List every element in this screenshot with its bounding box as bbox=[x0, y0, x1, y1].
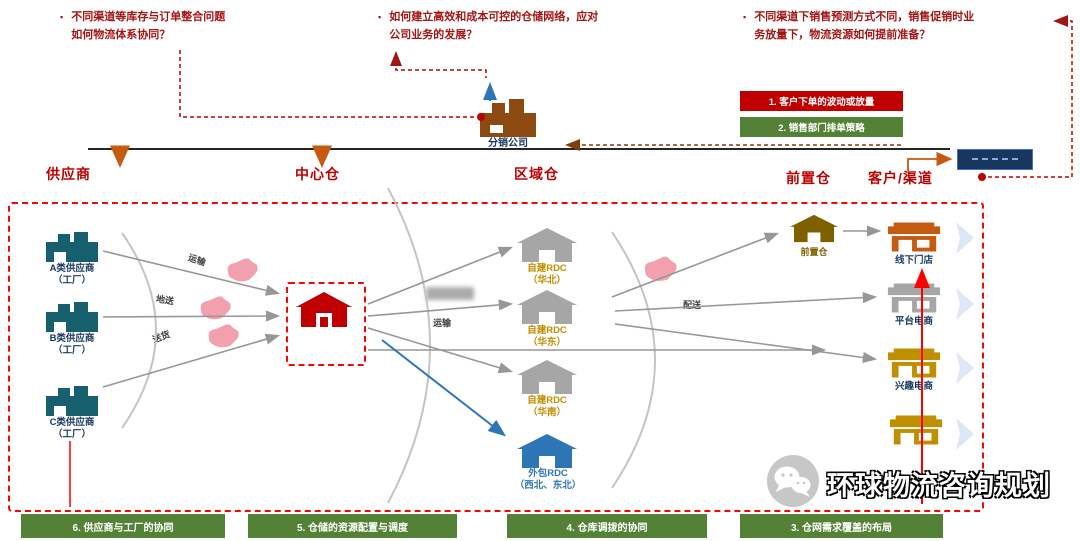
rdc-north-label: 自建RDC （华北） bbox=[502, 263, 592, 287]
bottom-bar-3: 3. 仓网需求覆盖的布局 bbox=[740, 514, 943, 538]
supplier-a-sub: （工厂） bbox=[52, 275, 91, 286]
bottom-bar-6-label: 6. 供应商与工厂的协同 bbox=[72, 522, 174, 534]
chevron-right-icon bbox=[955, 352, 975, 389]
platform-ecommerce-store-icon bbox=[886, 283, 942, 318]
offline-store-icon bbox=[886, 222, 942, 257]
central-warehouse-icon bbox=[296, 292, 352, 357]
supplier-b-name: B类供应商 bbox=[49, 333, 95, 344]
wechat-logo-icon bbox=[766, 454, 820, 513]
bottom-bar-5: 5. 仓储的资源配置与调度 bbox=[248, 514, 457, 538]
legend-box-1-label: 1. 客户下单的波动或放量 bbox=[768, 97, 875, 108]
legend-box-2-label: 2. 销售部门排单策略 bbox=[778, 123, 865, 134]
blurred-label bbox=[426, 287, 474, 300]
bottom-bar-6: 6. 供应商与工厂的协同 bbox=[21, 514, 225, 538]
delivery-label: 配送 bbox=[683, 300, 702, 310]
supplier-c-name: C类供应商 bbox=[49, 417, 95, 428]
tier-label-regional-warehouse: 区域仓 bbox=[514, 166, 559, 182]
rdc-east-region: （华东） bbox=[527, 337, 566, 348]
rdc-south-label: 自建RDC （华南） bbox=[502, 395, 592, 419]
rdc-south-name: 自建RDC bbox=[527, 395, 567, 406]
question-3-line2: 务放量下，物流资源如何提前准备？ bbox=[754, 29, 931, 41]
legend-box-order-fluctuation: 1. 客户下单的波动或放量 bbox=[740, 91, 903, 111]
watermark-text: 环球物流咨询规划 bbox=[827, 471, 1051, 501]
tier-label-supplier: 供应商 bbox=[46, 166, 91, 182]
question-3-line1: 不同渠道下销售预测方式不同，销售促销时业 bbox=[754, 11, 975, 23]
rdc-outsourced-name: 外包RDC bbox=[528, 468, 568, 479]
question-2-line1: 如何建立高效和成本可控的仓储网络，应对 bbox=[389, 11, 599, 23]
bullet-icon: ▪ bbox=[743, 12, 747, 22]
channel-platform-ecommerce-label: 平台电商 bbox=[894, 316, 933, 327]
question-3: ▪ 不同渠道下销售预测方式不同，销售促销时业 务放量下，物流资源如何提前准备？ bbox=[743, 8, 1043, 44]
mid-transport-label: 运输 bbox=[433, 318, 452, 328]
supplier-a-label: A类供应商 （工厂） bbox=[27, 263, 117, 287]
hand-icon bbox=[206, 322, 240, 354]
bullet-icon: ▪ bbox=[378, 12, 382, 22]
bottom-bar-4: 4. 仓库调拨的协同 bbox=[507, 514, 707, 538]
supplier-b-sub: （工厂） bbox=[52, 345, 91, 356]
bottom-bar-4-label: 4. 仓库调拨的协同 bbox=[566, 522, 648, 534]
hand-icon bbox=[198, 294, 232, 326]
question-2-line2: 公司业务的发展？ bbox=[389, 29, 478, 41]
supplier-a-factory-icon bbox=[43, 230, 101, 267]
question-1-line1: 不同渠道等库存与订单整合问题 bbox=[71, 11, 226, 23]
central-warehouse-dashed-box bbox=[286, 282, 366, 366]
question-1-line2: 如何物流体系协同？ bbox=[71, 29, 171, 41]
info-box bbox=[957, 149, 1033, 170]
question-2: ▪ 如何建立高效和成本可控的仓储网络，应对 公司业务的发展？ bbox=[378, 8, 648, 44]
channel-offline-store-label: 线下门店 bbox=[894, 255, 933, 266]
bottom-bar-5-label: 5. 仓储的资源配置与调度 bbox=[296, 522, 409, 534]
supplier-a-name: A类供应商 bbox=[49, 263, 95, 274]
bullet-icon: ▪ bbox=[60, 12, 64, 22]
front-warehouse-icon bbox=[790, 213, 838, 249]
legend-box-sales-strategy: 2. 销售部门排单策略 bbox=[740, 117, 903, 137]
supplier-c-sub: （工厂） bbox=[52, 429, 91, 440]
supplier-c-factory-icon bbox=[43, 384, 101, 421]
supplier-b-factory-icon bbox=[43, 300, 101, 337]
fourth-channel-store-icon bbox=[888, 415, 944, 450]
rdc-outsourced-region: （西北、东北） bbox=[514, 480, 582, 491]
tier-label-front-warehouse: 前置仓 bbox=[786, 170, 831, 186]
rdc-east-warehouse-icon bbox=[517, 290, 577, 329]
supplier-b-label: B类供应商 （工厂） bbox=[27, 333, 117, 357]
front-warehouse-label: 前置仓 bbox=[800, 247, 828, 257]
chevron-right-icon bbox=[955, 222, 975, 259]
question-1: ▪ 不同渠道等库存与订单整合问题 如何物流体系协同？ bbox=[60, 8, 310, 44]
bottom-bar-3-label: 3. 仓网需求覆盖的布局 bbox=[790, 522, 893, 534]
inbound-label-2: 地送 bbox=[155, 293, 175, 307]
supplier-c-label: C类供应商 （工厂） bbox=[27, 417, 117, 441]
rdc-east-name: 自建RDC bbox=[527, 325, 567, 336]
info-box-dashes bbox=[972, 158, 1018, 160]
hand-icon bbox=[642, 254, 678, 288]
rdc-north-warehouse-icon bbox=[517, 228, 577, 267]
tier-label-customer-channel: 客户/渠道 bbox=[868, 170, 933, 186]
rdc-north-region: （华北） bbox=[527, 275, 566, 286]
question-connectors bbox=[179, 15, 1073, 181]
network-dashed-box bbox=[8, 202, 984, 512]
chevron-right-icon bbox=[955, 288, 975, 325]
rdc-outsourced-label: 外包RDC （西北、东北） bbox=[502, 468, 594, 492]
chevron-right-icon bbox=[955, 418, 975, 455]
rdc-south-region: （华南） bbox=[527, 407, 566, 418]
rdc-east-label: 自建RDC （华东） bbox=[502, 325, 592, 349]
interest-ecommerce-store-icon bbox=[886, 348, 942, 383]
rdc-south-warehouse-icon bbox=[517, 360, 577, 399]
tier-label-central-warehouse: 中心仓 bbox=[295, 166, 340, 182]
channel-interest-ecommerce-label: 兴趣电商 bbox=[894, 381, 933, 392]
rdc-outsourced-warehouse-icon bbox=[515, 434, 579, 473]
tier-axis-line bbox=[88, 145, 950, 168]
hand-icon bbox=[225, 256, 259, 288]
hq-factory-icon bbox=[478, 95, 538, 142]
hq-label: 分销公司 bbox=[488, 138, 528, 149]
rdc-north-name: 自建RDC bbox=[527, 263, 567, 274]
